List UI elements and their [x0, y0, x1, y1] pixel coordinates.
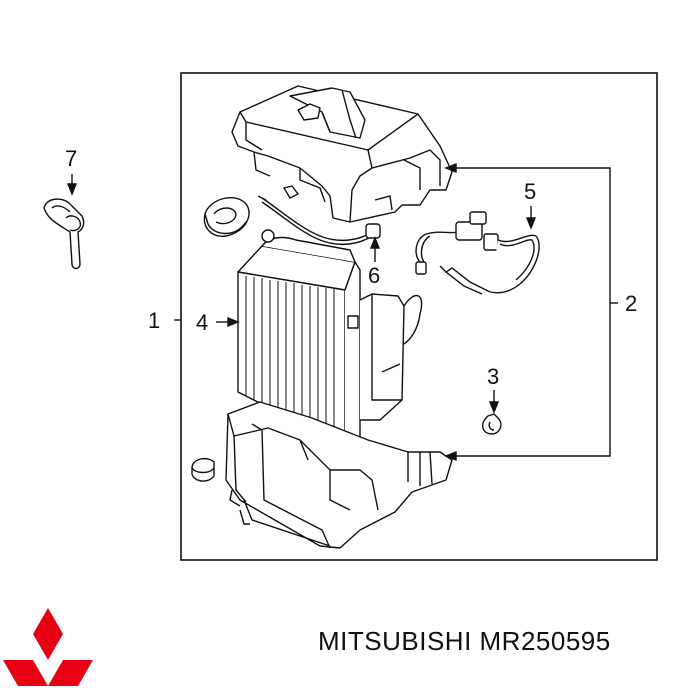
drain-plug	[191, 457, 215, 482]
callout-2: 2	[625, 291, 638, 316]
thermistor-harness	[257, 185, 381, 246]
clip	[481, 413, 502, 435]
upper-housing	[231, 85, 453, 223]
grommet-seal	[203, 196, 250, 237]
lower-housing	[225, 401, 453, 549]
evaporator-core	[237, 229, 423, 447]
assembly-frame	[180, 72, 658, 561]
callout-7: 7	[65, 146, 78, 171]
callout-6: 6	[368, 263, 381, 288]
brand-part-number: MITSUBISHI MR250595	[318, 626, 611, 656]
callout-4: 4	[196, 310, 209, 335]
callout-1: 1	[148, 308, 161, 333]
leader-lines	[66, 162, 618, 462]
mitsubishi-logo-icon	[3, 608, 93, 686]
callout-3: 3	[487, 364, 500, 389]
hose-bracket	[43, 198, 85, 270]
callout-5: 5	[524, 179, 537, 204]
expansion-valve	[415, 211, 540, 295]
